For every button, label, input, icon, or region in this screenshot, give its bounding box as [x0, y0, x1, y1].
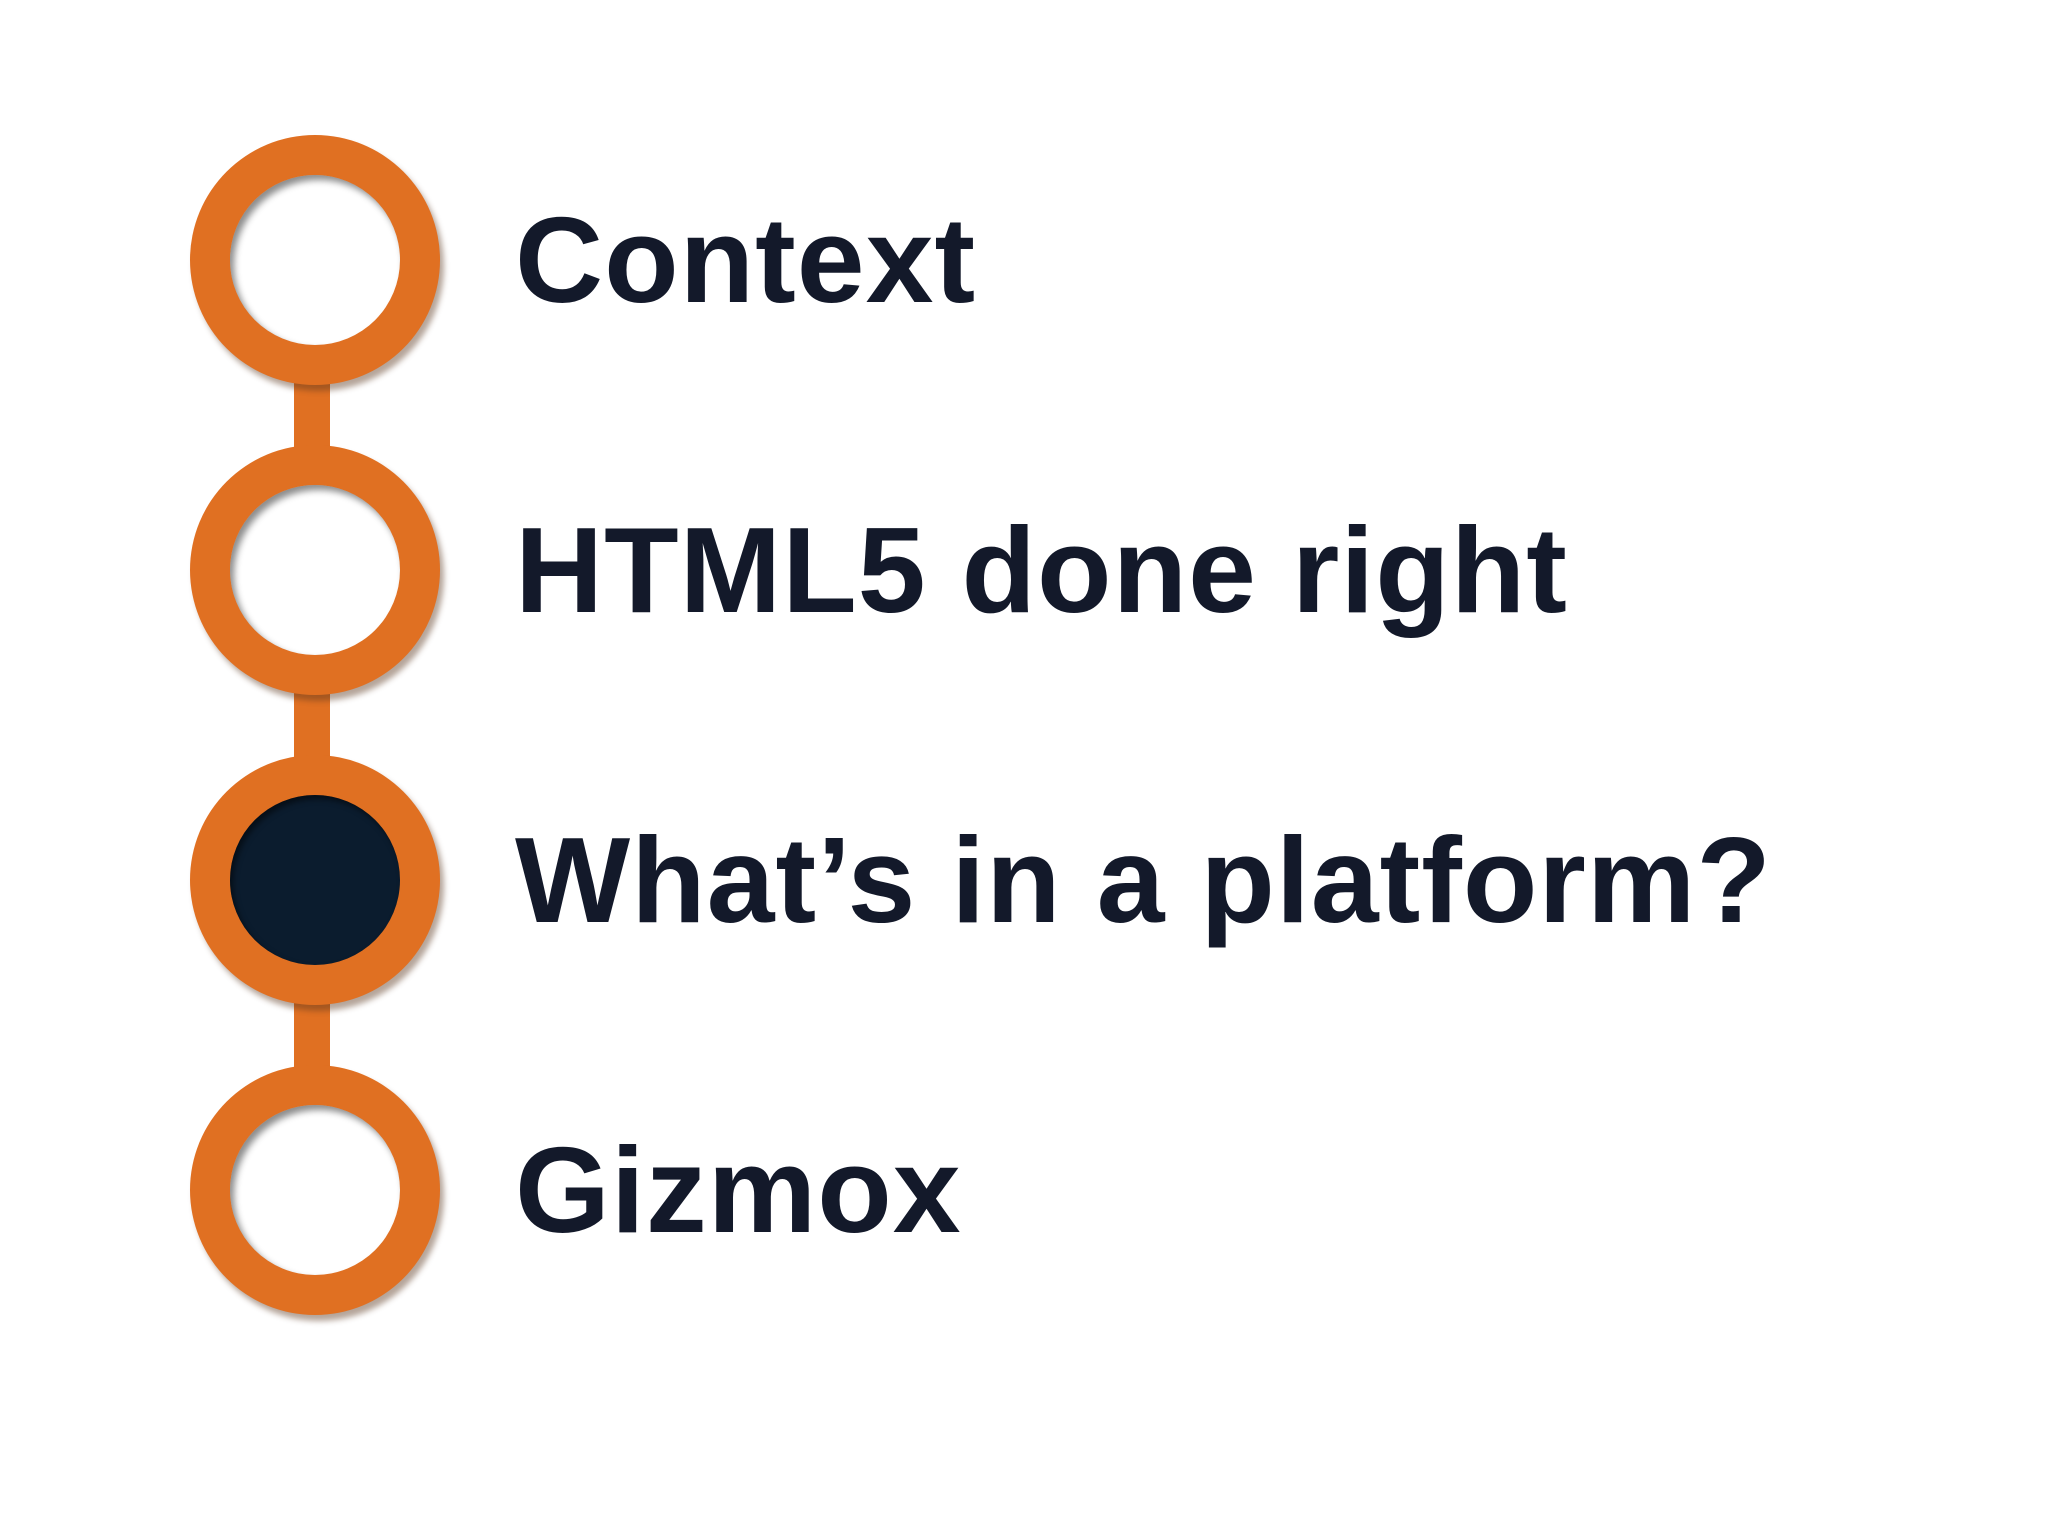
step-label: What’s in a platform? [515, 812, 1772, 948]
agenda-step-gizmox: Gizmox [190, 1065, 961, 1315]
circle-outline-icon [230, 1105, 400, 1275]
timeline-connector [294, 685, 330, 765]
circle-filled-icon [230, 795, 400, 965]
timeline-connector [294, 995, 330, 1075]
agenda-step-context: Context [190, 135, 975, 385]
circle-outline-icon [230, 485, 400, 655]
timeline-connector [294, 375, 330, 455]
step-label: HTML5 done right [515, 502, 1568, 638]
circle-outline-icon [230, 175, 400, 345]
step-label: Gizmox [515, 1122, 962, 1258]
agenda-step-whats-in-a-platform: What’s in a platform? [190, 755, 1771, 1005]
step-label: Context [515, 192, 977, 328]
agenda-step-html5-done-right: HTML5 done right [190, 445, 1567, 695]
